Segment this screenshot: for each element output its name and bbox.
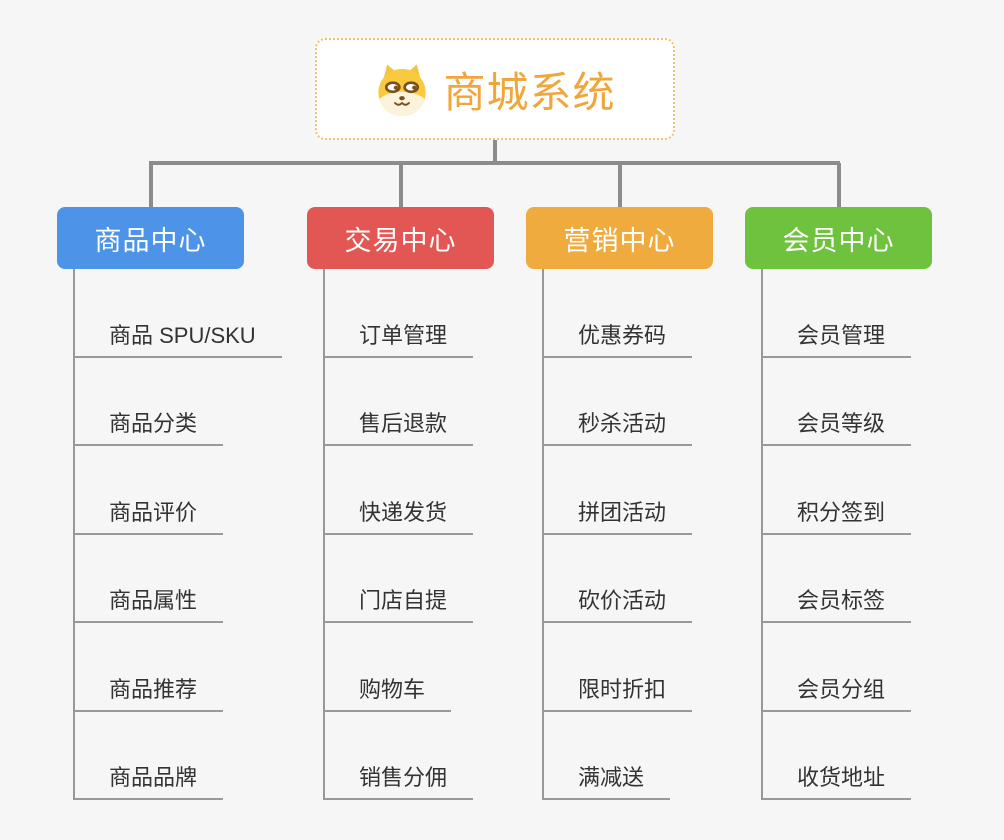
branch-header-2[interactable]: 交易中心 xyxy=(307,207,494,269)
leaf-label: 优惠券码 xyxy=(544,324,693,358)
branch-1: 商品中心 商品 SPU/SKU 商品分类商品评价商品属性商品推荐商品品牌 xyxy=(57,207,282,800)
leaf-node[interactable]: 销售分佣 xyxy=(325,712,474,800)
leaf-node[interactable]: 拼团活动 xyxy=(544,446,693,535)
leaf-node[interactable]: 限时折扣 xyxy=(544,623,693,712)
leaf-label: 销售分佣 xyxy=(325,767,474,800)
leaf-node[interactable]: 收货地址 xyxy=(763,712,912,800)
branch-header-4[interactable]: 会员中心 xyxy=(745,207,932,269)
leaf-node[interactable]: 优惠券码 xyxy=(544,269,693,358)
leaf-label: 砍价活动 xyxy=(544,590,693,623)
leaf-label: 拼团活动 xyxy=(544,501,693,535)
leaf-label: 购物车 xyxy=(325,678,452,712)
doge-icon xyxy=(378,64,427,117)
branch-items: 优惠券码秒杀活动拼团活动砍价活动限时折扣满减送 xyxy=(542,269,713,800)
leaf-node[interactable]: 会员分组 xyxy=(763,623,912,712)
connector-drop-2 xyxy=(399,163,403,208)
connector-drop-4 xyxy=(837,163,841,208)
leaf-node[interactable]: 秒杀活动 xyxy=(544,358,693,446)
leaf-label: 会员标签 xyxy=(763,590,912,623)
leaf-node[interactable]: 会员管理 xyxy=(763,269,912,358)
leaf-node[interactable]: 商品评价 xyxy=(75,446,224,535)
leaf-node[interactable]: 快递发货 xyxy=(325,446,474,535)
connector-root-stub xyxy=(493,140,497,164)
leaf-label: 商品分类 xyxy=(75,413,224,446)
branch-label: 会员中心 xyxy=(782,225,895,256)
root-title: 商城系统 xyxy=(443,68,616,116)
leaf-label: 快递发货 xyxy=(325,501,474,535)
branch-4: 会员中心 会员管理会员等级积分签到会员标签会员分组收货地址 xyxy=(745,207,932,800)
connector-drop-1 xyxy=(149,163,153,208)
branch-header-1[interactable]: 商品中心 xyxy=(57,207,244,269)
branch-3: 营销中心 优惠券码秒杀活动拼团活动砍价活动限时折扣满减送 xyxy=(526,207,713,800)
leaf-label: 商品 SPU/SKU xyxy=(75,324,282,358)
branch-header-3[interactable]: 营销中心 xyxy=(526,207,713,269)
leaf-node[interactable]: 门店自提 xyxy=(325,535,474,623)
leaf-label: 商品推荐 xyxy=(75,678,224,712)
leaf-node[interactable]: 售后退款 xyxy=(325,358,474,446)
leaf-node[interactable]: 砍价活动 xyxy=(544,535,693,623)
leaf-label: 会员分组 xyxy=(763,678,912,712)
leaf-label: 售后退款 xyxy=(325,413,474,446)
leaf-node[interactable]: 订单管理 xyxy=(325,269,474,358)
leaf-node[interactable]: 商品分类 xyxy=(75,358,224,446)
leaf-node[interactable]: 会员等级 xyxy=(763,358,912,446)
leaf-label: 会员管理 xyxy=(763,324,912,358)
leaf-label: 会员等级 xyxy=(763,413,912,446)
branch-items: 订单管理售后退款快递发货门店自提购物车销售分佣 xyxy=(323,269,494,800)
leaf-label: 积分签到 xyxy=(763,501,912,535)
leaf-label: 限时折扣 xyxy=(544,678,693,712)
leaf-label: 商品评价 xyxy=(75,501,224,535)
branch-label: 商品中心 xyxy=(94,225,207,256)
leaf-label: 商品品牌 xyxy=(75,767,224,800)
leaf-node[interactable]: 商品品牌 xyxy=(75,712,224,800)
root-node[interactable]: 商城系统 xyxy=(315,38,675,140)
leaf-node[interactable]: 积分签到 xyxy=(763,446,912,535)
leaf-label: 门店自提 xyxy=(325,590,474,623)
leaf-label: 秒杀活动 xyxy=(544,413,693,446)
leaf-node[interactable]: 满减送 xyxy=(544,712,671,800)
connector-horizontal-rail xyxy=(149,161,840,165)
branch-items: 会员管理会员等级积分签到会员标签会员分组收货地址 xyxy=(761,269,932,800)
leaf-node[interactable]: 购物车 xyxy=(325,623,452,712)
branch-2: 交易中心 订单管理售后退款快递发货门店自提购物车销售分佣 xyxy=(307,207,494,800)
branch-label: 交易中心 xyxy=(344,225,457,256)
connector-drop-3 xyxy=(618,163,622,208)
leaf-label: 收货地址 xyxy=(763,767,912,800)
branch-items: 商品 SPU/SKU 商品分类商品评价商品属性商品推荐商品品牌 xyxy=(73,269,282,800)
leaf-node[interactable]: 商品推荐 xyxy=(75,623,224,712)
leaf-node[interactable]: 商品属性 xyxy=(75,535,224,623)
leaf-node[interactable]: 商品 SPU/SKU xyxy=(75,269,282,358)
leaf-label: 订单管理 xyxy=(325,324,474,358)
branch-label: 营销中心 xyxy=(563,225,676,256)
leaf-label: 满减送 xyxy=(544,767,671,800)
leaf-node[interactable]: 会员标签 xyxy=(763,535,912,623)
leaf-label: 商品属性 xyxy=(75,590,224,623)
